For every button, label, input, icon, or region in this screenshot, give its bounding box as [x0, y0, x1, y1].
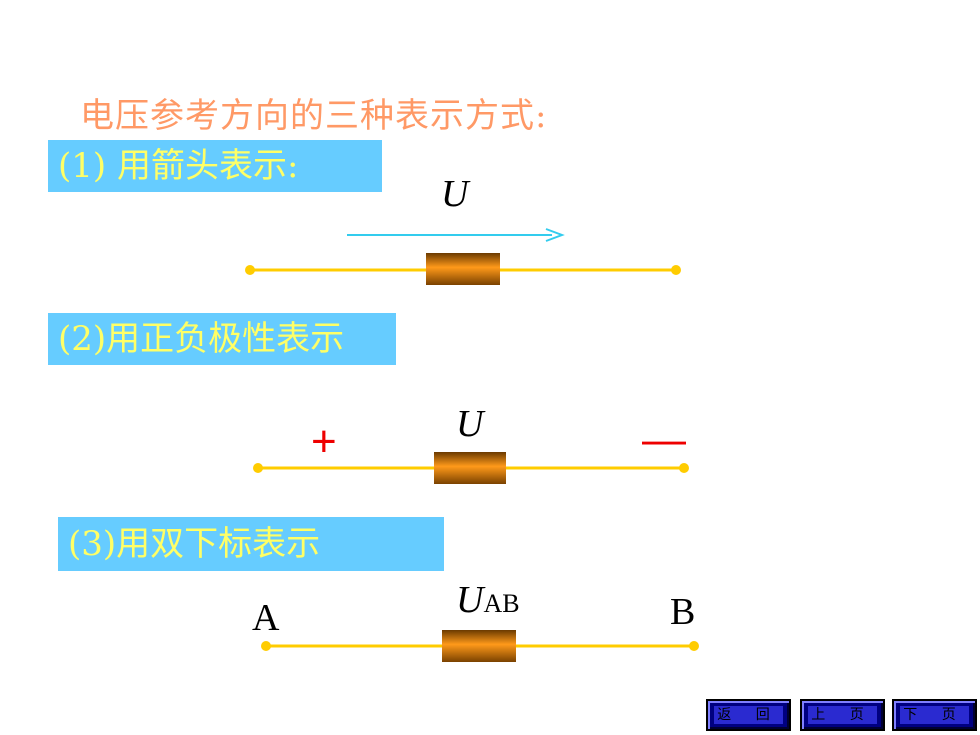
terminal-right — [679, 463, 689, 473]
circuit-subscript-notation — [261, 630, 699, 662]
point-label-a: A — [252, 597, 280, 639]
next-page-label: 下 页 — [900, 706, 969, 724]
voltage-symbol: U — [456, 579, 484, 621]
voltage-label-u: U — [456, 403, 484, 445]
minus-sign: — — [642, 415, 686, 464]
back-button-label: 返 回 — [714, 706, 783, 724]
voltage-label-u: U — [441, 173, 469, 215]
circuit-polarity-notation — [253, 452, 689, 484]
next-page-button[interactable]: 下 页 — [892, 699, 977, 731]
prev-page-button[interactable]: 上 页 — [800, 699, 885, 731]
voltage-label-uab: UAB — [456, 578, 520, 622]
section-label-double-subscript: (3)用双下标表示 — [58, 517, 444, 571]
resistor — [426, 253, 500, 285]
voltage-subscript: AB — [483, 589, 520, 618]
slide-title: 电压参考方向的三种表示方式: — [80, 96, 548, 136]
terminal-right — [671, 265, 681, 275]
terminal-left — [253, 463, 263, 473]
terminal-left — [245, 265, 255, 275]
section-label-polarity: (2)用正负极性表示 — [48, 313, 396, 365]
section-label-arrow: (1) 用箭头表示: — [48, 140, 382, 192]
resistor — [442, 630, 516, 662]
voltage-arrow-head — [545, 228, 565, 242]
resistor — [434, 452, 506, 484]
back-button[interactable]: 返 回 — [706, 699, 791, 731]
circuit-arrow-notation — [245, 228, 681, 285]
terminal-left — [261, 641, 271, 651]
prev-page-label: 上 页 — [808, 706, 877, 724]
point-label-b: B — [670, 591, 696, 633]
plus-sign: + — [311, 417, 337, 466]
terminal-right — [689, 641, 699, 651]
